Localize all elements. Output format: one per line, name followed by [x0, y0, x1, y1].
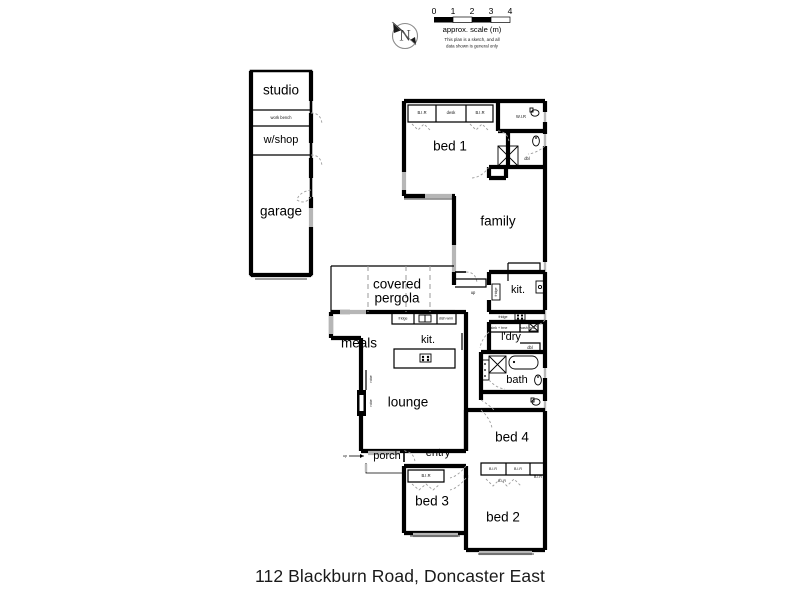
- bath-area: bath: [480, 355, 542, 411]
- scale-note-line-2: data shown is general only: [446, 44, 499, 49]
- bir-label-bed2-d: B.I.R: [498, 479, 506, 483]
- exterior-hairlines: [404, 198, 534, 555]
- compass-rose: N: [391, 21, 419, 50]
- bir-label-bed2-a: B.I.R: [489, 467, 497, 471]
- scale-seg-1: [434, 17, 453, 23]
- room-label-porch: porch: [373, 450, 401, 462]
- room-label-work-bench: work bench: [271, 115, 293, 120]
- scale-tick-1: 1: [451, 6, 456, 16]
- scale-note-line-1: This plan is a sketch, and all: [444, 37, 499, 42]
- room-label-kitchen-upper: kit.: [511, 284, 525, 296]
- bir-label-bed2-b: B.I.R: [514, 467, 522, 471]
- scale-tick-3: 3: [489, 6, 494, 16]
- room-label-kitchen-main: kit.: [421, 334, 435, 346]
- washing-machine-label: wash m/c: [519, 326, 534, 330]
- scale-tick-2: 2: [470, 6, 475, 16]
- scale-seg-3: [472, 17, 491, 23]
- room-label-lounge: lounge: [388, 395, 429, 410]
- up-label-porch: up: [343, 454, 347, 458]
- bir-label-bed3: B.I.R: [421, 473, 430, 478]
- kitchen-upper-area: kit. fridge fridge: [491, 262, 545, 321]
- room-label-laundry: l'dry: [501, 331, 521, 343]
- scale-seg-4: [490, 16, 511, 23]
- house-outline: [328, 98, 548, 556]
- fridge-label-kitchen-main: fridge: [399, 316, 408, 320]
- bir-label-bed1-right: B.I.R: [475, 110, 484, 115]
- room-label-garage: garage: [260, 204, 302, 219]
- room-label-workshop: w/shop: [263, 134, 299, 146]
- bed-2-area: B.I.R B.I.R B.I.R B.I.R bed 2: [480, 462, 546, 525]
- lounge-area: lounge robe robe: [357, 370, 428, 416]
- porch-entry-area: porch entry up: [343, 447, 451, 474]
- outbuilding-block: studio work bench w/shop garage: [248, 69, 323, 280]
- room-label-bed-2: bed 2: [486, 510, 520, 525]
- bed-4-area: bed 4: [480, 409, 529, 445]
- room-label-pergola-line-1: covered: [373, 277, 421, 292]
- scale-seg-2: [452, 16, 473, 23]
- kitchen-main-area: fridge dish w/m kit.: [391, 312, 463, 369]
- scale-caption: approx. scale (m): [443, 25, 502, 34]
- sink-trough-label: sink + trne: [491, 326, 508, 330]
- room-label-pergola-line-2: pergola: [374, 291, 420, 306]
- desk-label-bed1: desk: [447, 110, 457, 115]
- bed-1-area: B.I.R desk B.I.R bed 1 W.I.R dbl: [407, 104, 546, 179]
- room-label-bed-4: bed 4: [495, 430, 529, 445]
- room-label-bed-1: bed 1: [433, 139, 467, 154]
- room-label-entry: entry: [426, 447, 451, 459]
- bir-label-bed1-left: B.I.R: [417, 110, 426, 115]
- bir-label-bed2-c: B.I.R: [534, 475, 542, 479]
- covered-pergola-area: covered pergola: [373, 277, 421, 306]
- page-title: 112 Blackburn Road, Doncaster East: [254, 566, 546, 586]
- room-label-meals: meals: [341, 336, 377, 351]
- fridge-label-upper: fridge: [494, 288, 498, 297]
- robe-label-lounge: robe: [369, 375, 373, 382]
- room-label-studio: studio: [263, 83, 299, 98]
- dbl-label-laundry: dbl: [527, 345, 533, 350]
- up-label-family: up: [471, 290, 476, 295]
- room-label-bath: bath: [506, 374, 527, 386]
- scale-tick-4: 4: [508, 6, 513, 16]
- dbl-label-ensuite: dbl: [524, 156, 530, 161]
- meals-area: meals: [341, 336, 377, 351]
- scale-bar: 0 1 2 3 4 approx. scale (m) This plan is…: [432, 6, 513, 49]
- robe-label-lounge-2: robe: [369, 399, 373, 406]
- bed-3-area: B.I.R bed 3: [407, 465, 467, 509]
- fridge-label-kit-upper-2: fridge: [499, 315, 508, 319]
- room-label-bed-3: bed 3: [415, 494, 449, 509]
- laundry-area: sink + trne wash m/c l'dry dbl: [479, 319, 546, 352]
- family-area: family up: [455, 214, 516, 295]
- room-label-family: family: [480, 214, 516, 229]
- scale-tick-0: 0: [432, 6, 437, 16]
- wir-label: W.I.R: [516, 114, 526, 119]
- dishwasher-label: dish w/m: [439, 316, 453, 320]
